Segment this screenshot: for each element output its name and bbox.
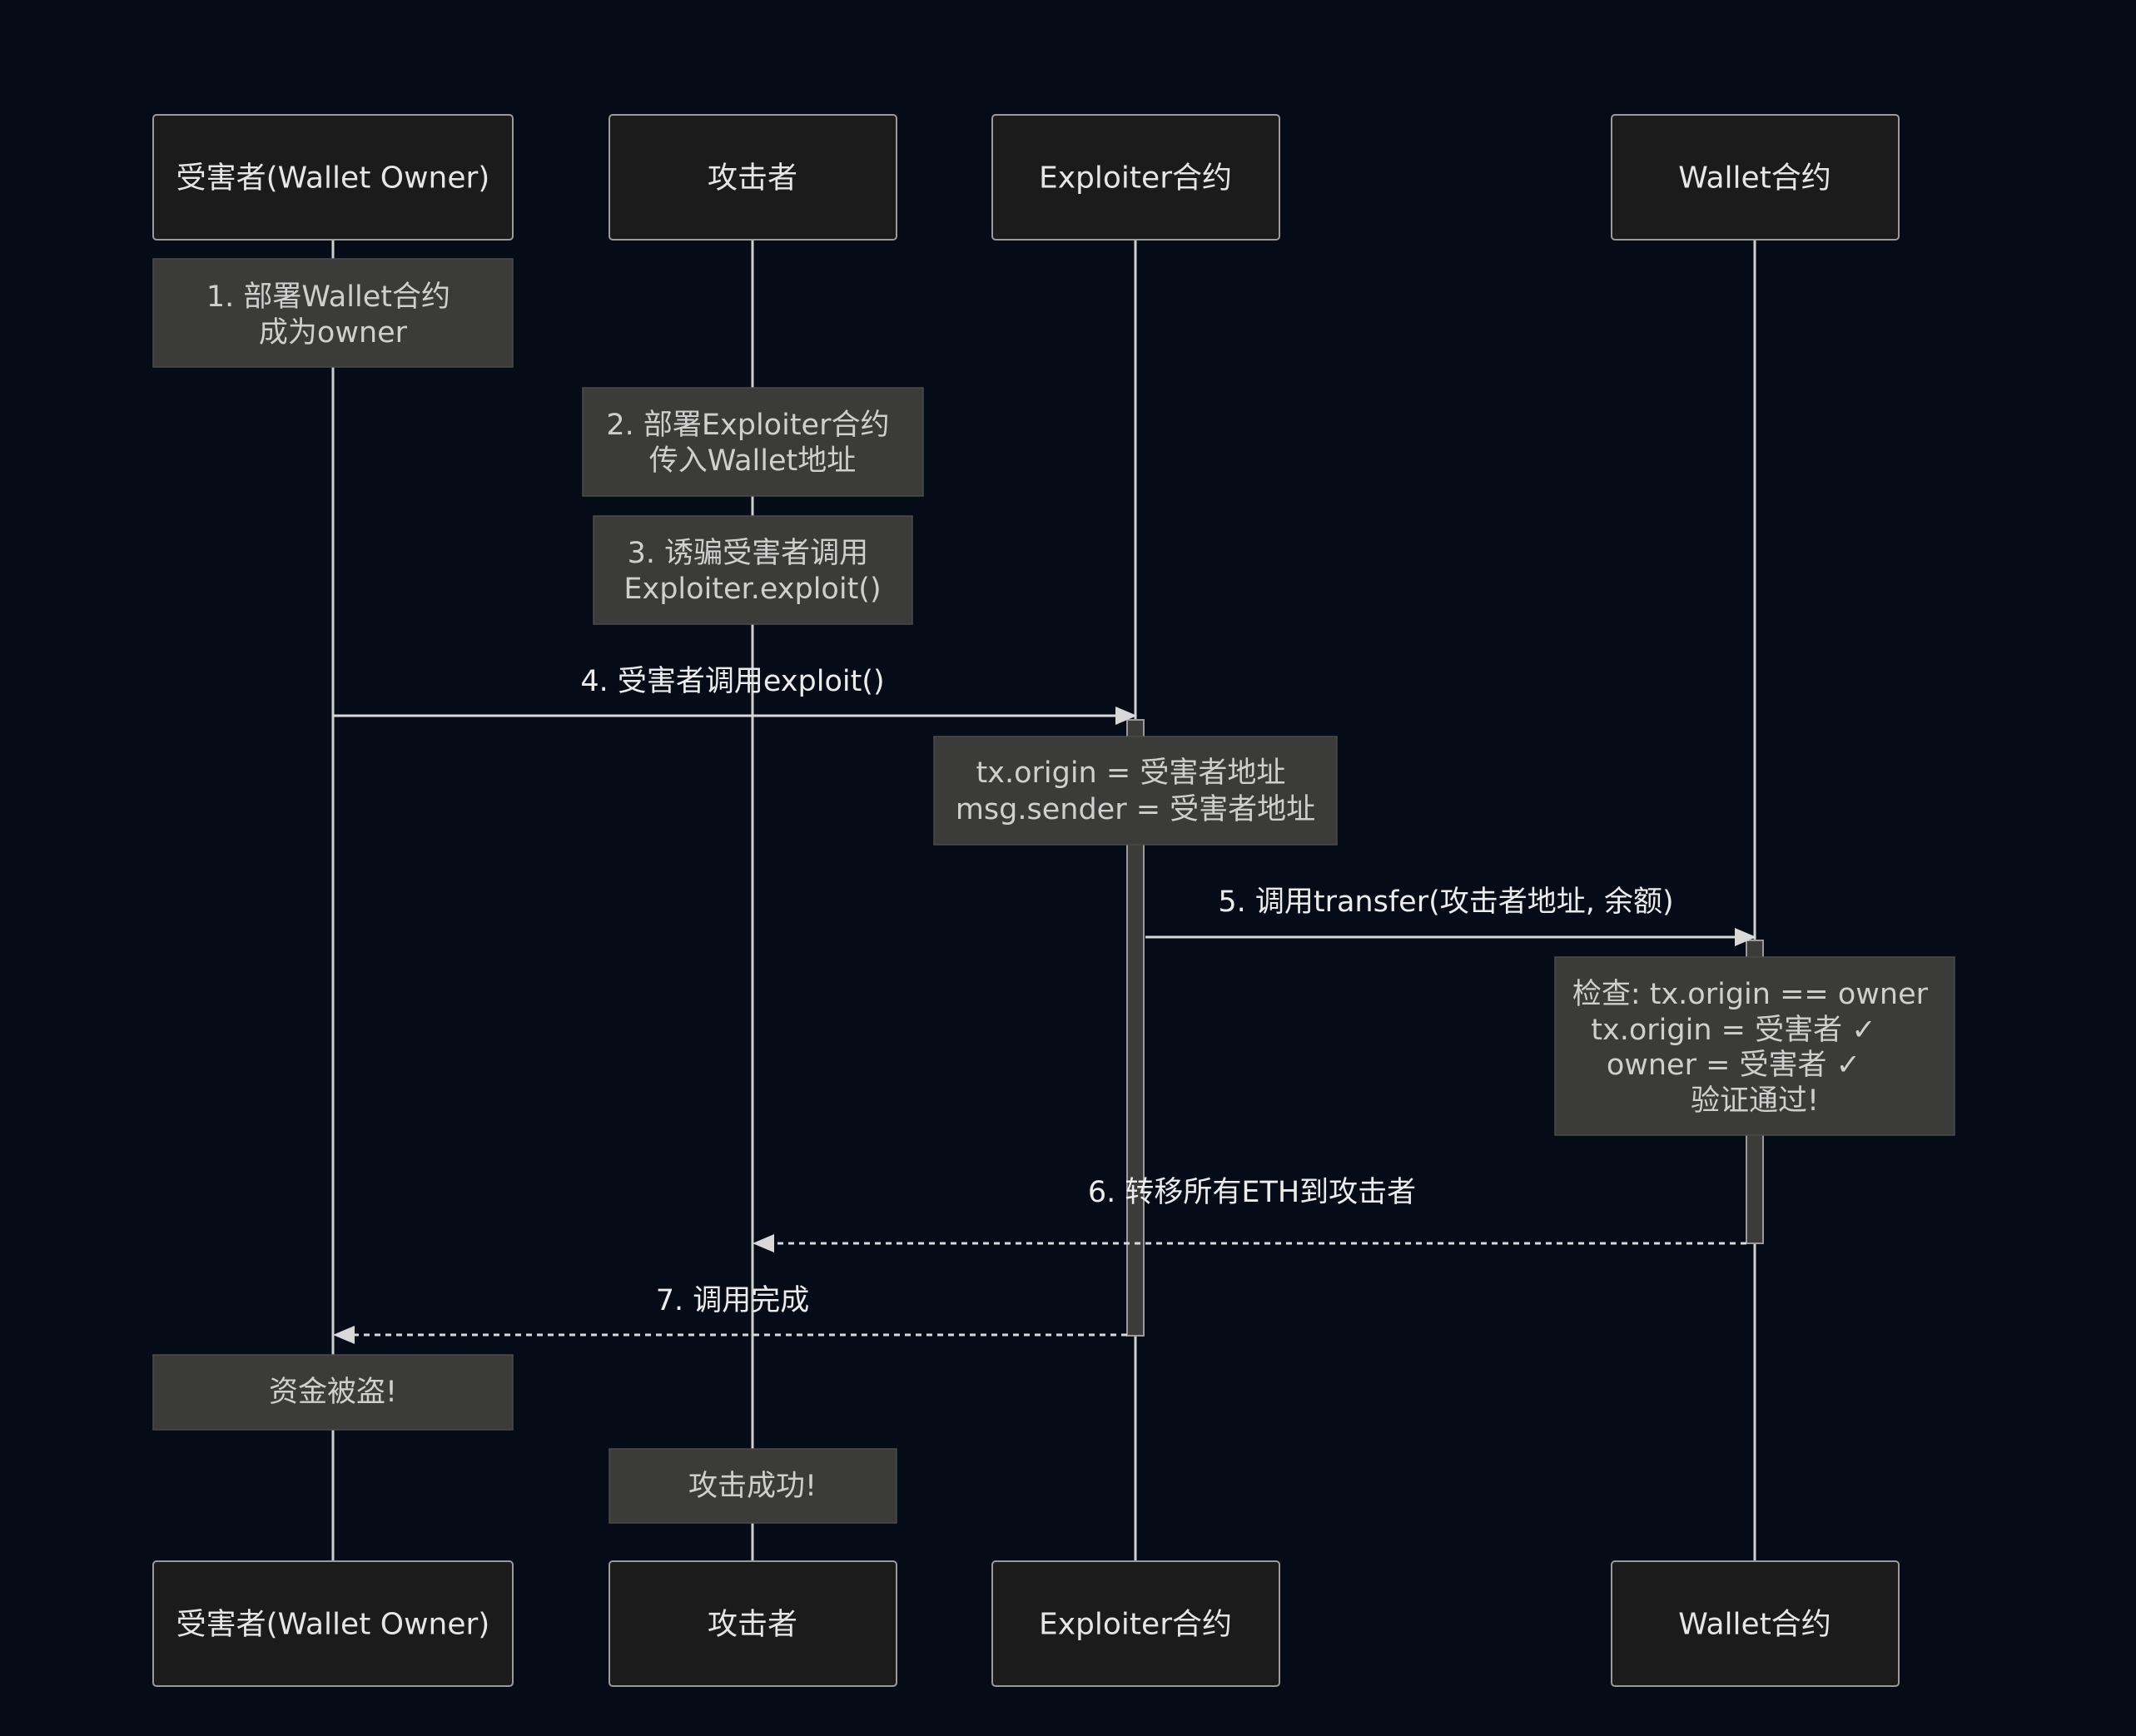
note-deploy-exploiter: 2. 部署Exploiter合约 传入Wallet地址	[582, 387, 924, 497]
note-wallet-check: 检查: tx.origin == owner tx.origin = 受害者 ✓…	[1554, 956, 1955, 1136]
note-line: 检查: tx.origin == owner	[1572, 978, 1929, 1011]
note-line: 3. 诱骗受害者调用	[628, 537, 869, 570]
message-label: 7. 调用完成	[656, 1284, 810, 1317]
arrowhead-right	[1735, 928, 1756, 946]
svg-text:tx.origin = 受害者地址 msg.se: tx.origin = 受害者地址 msg.sender = 受害者地址	[956, 747, 1315, 826]
message-exploiter-calls-transfer: 5. 调用transfer(攻击者地址, 余额)	[1145, 885, 1756, 946]
message-call-complete: 7. 调用完成	[333, 1284, 1127, 1344]
note-line: 验证通过!	[1691, 1084, 1819, 1118]
message-transfer-eth-to-attacker: 6. 转移所有ETH到攻击者	[753, 1176, 1746, 1252]
note-funds-stolen: 资金被盗!	[152, 1354, 514, 1431]
arrowhead-right	[1115, 707, 1137, 725]
note-trick-victim: 3. 诱骗受害者调用 Exploiter.exploit()	[593, 515, 913, 625]
svg-text:检查: tx.origin == owner t: 检查: tx.origin == owner tx.origin = 受害者 ✓…	[1572, 969, 1937, 1118]
message-label: 6. 转移所有ETH到攻击者	[1088, 1176, 1416, 1209]
actor-label: Wallet合约	[1678, 161, 1831, 196]
actor-exploiter-bottom: Exploiter合约	[991, 1560, 1280, 1687]
note-line: 传入Wallet地址	[649, 444, 857, 478]
actor-attacker-top: 攻击者	[609, 114, 897, 241]
note-attack-success: 攻击成功!	[609, 1448, 897, 1524]
note-deploy-wallet: 1. 部署Wallet合约 成为owner	[152, 258, 514, 368]
note-line: 1. 部署Wallet合约	[206, 280, 450, 314]
svg-text:1. 部署Wallet合约 成为owner: 1. 部署Wallet合约 成为owner	[206, 271, 459, 350]
actor-label: Exploiter合约	[1039, 161, 1232, 196]
note-line: 攻击成功!	[688, 1470, 817, 1503]
arrowhead-left	[753, 1234, 774, 1252]
actor-victim-top: 受害者(Wallet Owner)	[152, 114, 514, 241]
note-line: msg.sender = 受害者地址	[956, 793, 1315, 826]
note-line: owner = 受害者 ✓	[1607, 1049, 1860, 1082]
arrowhead-left	[333, 1326, 355, 1344]
note-line: Exploiter.exploit()	[623, 573, 881, 606]
actor-label: 攻击者	[708, 161, 797, 196]
actor-label: 受害者(Wallet Owner)	[176, 161, 490, 196]
note-tx-origin-msg-sender: tx.origin = 受害者地址 msg.sender = 受害者地址	[933, 736, 1338, 846]
note-line: tx.origin = 受害者 ✓	[1591, 1014, 1875, 1047]
message-label: 4. 受害者调用exploit()	[580, 665, 884, 698]
actor-label: 受害者(Wallet Owner)	[176, 1608, 490, 1642]
message-victim-calls-exploit: 4. 受害者调用exploit()	[333, 665, 1137, 725]
svg-text:2. 部署Exploiter合约 传入Walle: 2. 部署Exploiter合约 传入Wallet地址	[606, 399, 898, 478]
activation-exploiter	[1126, 719, 1145, 1337]
note-line: 资金被盗!	[269, 1376, 397, 1409]
svg-text:3. 诱骗受害者调用 Exploiter.exp: 3. 诱骗受害者调用 Exploiter.exploit()	[623, 528, 881, 606]
actor-label: Wallet合约	[1678, 1608, 1831, 1642]
actor-wallet-bottom: Wallet合约	[1611, 1560, 1900, 1687]
note-line: tx.origin = 受害者地址	[976, 756, 1286, 790]
note-line: 2. 部署Exploiter合约	[606, 409, 889, 442]
actor-wallet-top: Wallet合约	[1611, 114, 1900, 241]
actor-label: Exploiter合约	[1039, 1608, 1232, 1642]
message-label: 5. 调用transfer(攻击者地址, 余额)	[1218, 885, 1673, 919]
actor-victim-bottom: 受害者(Wallet Owner)	[152, 1560, 514, 1687]
actor-label: 攻击者	[708, 1608, 797, 1642]
actor-attacker-bottom: 攻击者	[609, 1560, 897, 1687]
note-line: 成为owner	[259, 316, 408, 350]
actor-exploiter-top: Exploiter合约	[991, 114, 1280, 241]
